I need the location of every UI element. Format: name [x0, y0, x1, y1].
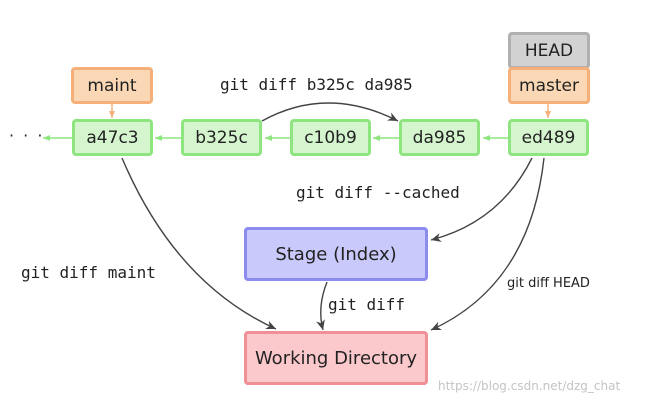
- commit-c10b9: c10b9: [290, 119, 371, 156]
- command-diff-maint: git diff maint: [21, 263, 156, 282]
- commit-da985: da985: [399, 119, 480, 156]
- stage-index-box: Stage (Index): [244, 227, 428, 281]
- branch-master-label: master: [519, 75, 579, 96]
- command-diff-commits: git diff b325c da985: [220, 75, 413, 94]
- stage-index-label: Stage (Index): [275, 243, 397, 265]
- commit-a47c3: a47c3: [72, 119, 153, 156]
- head-label: HEAD: [524, 40, 574, 61]
- arrow-diff-commits: [261, 102, 399, 122]
- branch-maint: maint: [71, 67, 153, 104]
- commit-b325c: b325c: [181, 119, 262, 156]
- command-diff: git diff: [328, 295, 406, 314]
- command-diff-head: git diff HEAD: [507, 276, 590, 291]
- commit-ed489: ed489: [508, 119, 589, 156]
- command-diff-cached: git diff --cached: [296, 183, 460, 202]
- arrow-diff: [316, 281, 328, 331]
- older-commits-ellipsis: · · ·: [9, 126, 45, 145]
- commit-label: a47c3: [86, 127, 139, 148]
- working-directory-label: Working Directory: [254, 347, 418, 369]
- branch-master: master: [508, 67, 590, 104]
- arrow-diff-maint: [121, 157, 277, 330]
- commit-label: b325c: [195, 127, 248, 148]
- commit-label: da985: [412, 127, 467, 148]
- branch-maint-label: maint: [87, 75, 137, 96]
- commit-label: c10b9: [304, 127, 357, 148]
- arrow-diff-head: [430, 157, 545, 331]
- working-directory-box: Working Directory: [244, 331, 428, 385]
- source-watermark: https://blog.csdn.net/dzg_chat: [438, 379, 621, 393]
- commit-label: ed489: [521, 127, 576, 148]
- arrow-diff-cached: [430, 157, 533, 242]
- head-pointer: HEAD: [508, 32, 590, 69]
